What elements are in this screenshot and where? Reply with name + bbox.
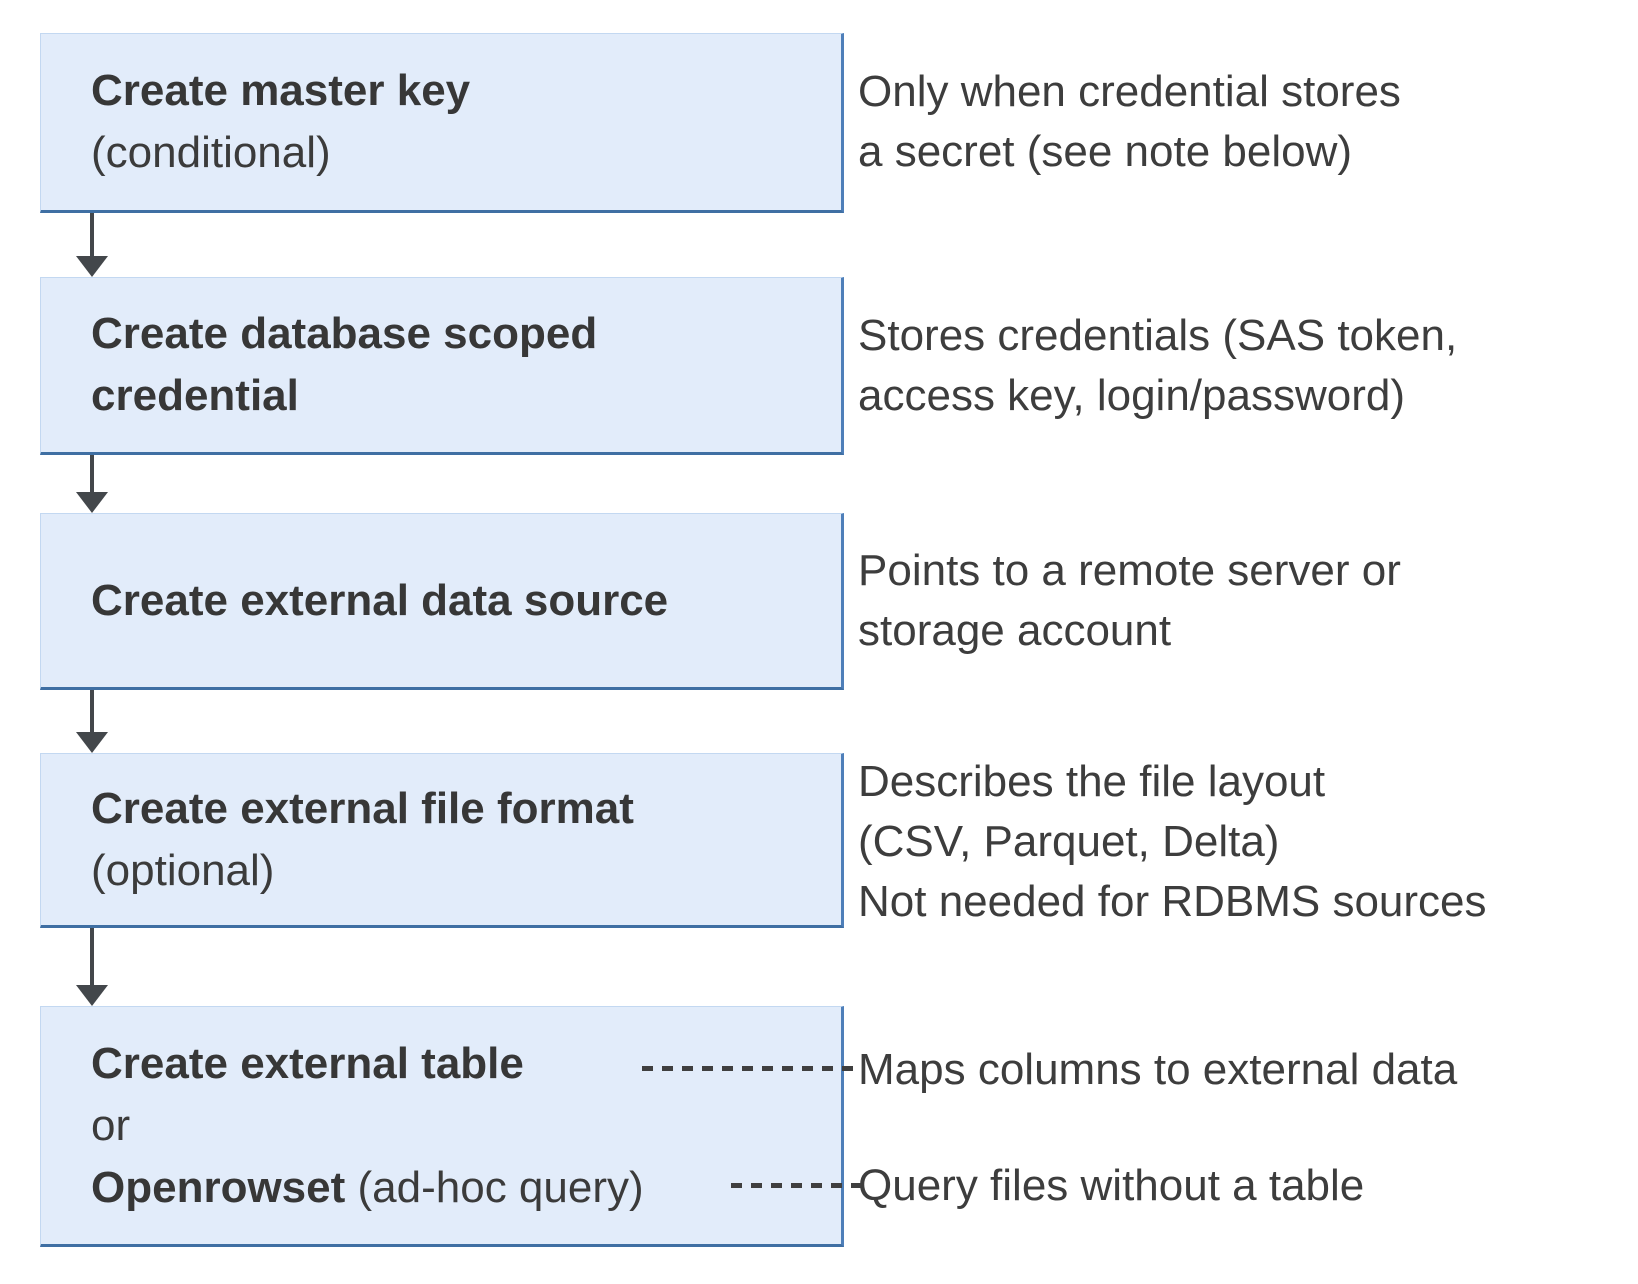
step-title: Create master key — [91, 66, 471, 115]
arrow-head — [76, 492, 108, 513]
step-alt-title: Openrowset — [91, 1162, 346, 1212]
flow-arrow-down-icon — [76, 690, 108, 753]
step-subtitle: (optional) — [91, 845, 275, 895]
arrow-head — [76, 256, 108, 277]
step-box-external-file-format: Create external file format (optional) — [40, 753, 844, 928]
step-note-external-file-format: Describes the file layout (CSV, Parquet,… — [858, 757, 1487, 926]
dashed-connector-external-table — [642, 1066, 864, 1071]
dashed-connector-openrowset — [731, 1183, 861, 1188]
step-note-external-data-source: Points to a remote server or storage acc… — [858, 546, 1401, 655]
step-or-label: or — [91, 1100, 131, 1150]
step-title: Create external table — [91, 1038, 524, 1088]
arrow-head — [76, 985, 108, 1006]
step-box-external-data-source: Create external data source — [40, 513, 844, 690]
step-alt-suffix: (ad-hoc query) — [345, 1162, 644, 1212]
step-note-external-table: Maps columns to external data — [858, 1045, 1458, 1094]
step-note-database-scoped-credential: Stores credentials (SAS token, access ke… — [858, 311, 1458, 420]
flow-arrow-down-icon — [76, 213, 108, 277]
step-title: Create database scoped credential — [91, 309, 598, 420]
step-title: Create external file format — [91, 783, 634, 833]
step-title: Create external data source — [91, 575, 669, 625]
arrow-head — [76, 732, 108, 753]
step-box-master-key: Create master key (conditional) — [40, 33, 844, 213]
step-box-database-scoped-credential: Create database scoped credential — [40, 277, 844, 455]
flow-arrow-down-icon — [76, 928, 108, 1006]
arrow-shaft — [90, 213, 94, 258]
step-note-openrowset: Query files without a table — [858, 1161, 1365, 1210]
arrow-shaft — [90, 928, 94, 987]
step-subtitle: (conditional) — [91, 128, 331, 177]
arrow-shaft — [90, 455, 94, 494]
step-note-master-key: Only when credential stores a secret (se… — [858, 67, 1401, 176]
arrow-shaft — [90, 690, 94, 734]
step-box-external-table-or-openrowset: Create external table or Openrowset (ad-… — [40, 1006, 844, 1247]
flow-arrow-down-icon — [76, 455, 108, 513]
